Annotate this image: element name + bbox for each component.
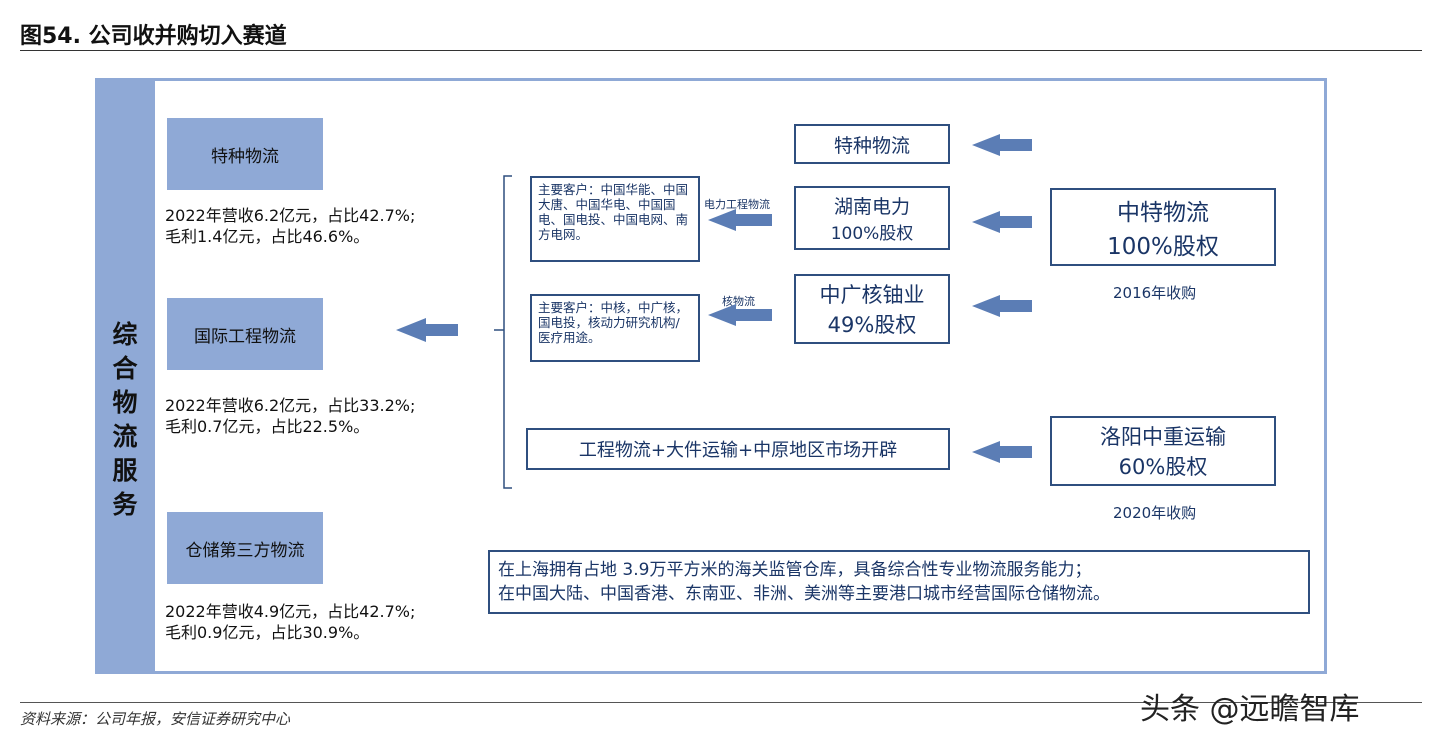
arrow-to-power-customers xyxy=(708,209,772,231)
box-hunan-power: 湖南电力 100%股权 xyxy=(794,186,950,250)
caption-2020: 2020年收购 xyxy=(1113,504,1197,522)
note-line: 在中国大陆、中国香港、东南亚、非洲、美洲等主要港口城市经营国际仓储物流。 xyxy=(498,584,1110,604)
side-char: 务 xyxy=(112,490,138,519)
box-line: 湖南电力 xyxy=(833,196,910,218)
box-special-logistics: 特种物流 xyxy=(794,124,950,164)
box-line: 中广核铀业 xyxy=(819,283,925,307)
note-line: 在上海拥有占地 3.9万平方米的海关监管仓库，具备综合性专业物流服务能力； xyxy=(498,560,1092,580)
arrow-to-engineering-box xyxy=(972,441,1032,463)
bracket-line xyxy=(503,175,512,489)
side-char: 服 xyxy=(112,456,138,485)
category-warehouse-desc: 2022年营收4.9亿元，占比42.7%; 毛利0.9亿元，占比30.9%。 xyxy=(165,601,415,643)
box-luoyang-transport: 洛阳中重运输 60%股权 xyxy=(1050,416,1276,486)
source-note: 资料来源：公司年报，安信证券研究中心 xyxy=(20,710,291,728)
caption-2016: 2016年收购 xyxy=(1113,284,1197,302)
box-line: 60%股权 xyxy=(1118,455,1208,479)
box-engineering-logistics: 工程物流+大件运输+中原地区市场开辟 xyxy=(526,428,950,470)
box-line: 100%股权 xyxy=(1107,234,1219,260)
category-special-desc: 2022年营收6.2亿元，占比42.7%; 毛利1.4亿元，占比46.6%。 xyxy=(165,205,415,247)
category-warehouse-3pl: 仓储第三方物流 xyxy=(167,512,323,584)
side-band xyxy=(95,78,155,674)
figure-title: 图54. 公司收并购切入赛道 xyxy=(20,24,287,49)
watermark: 头条 @远瞻智库 xyxy=(1140,692,1360,727)
side-char: 流 xyxy=(112,422,138,451)
side-char: 合 xyxy=(112,354,138,383)
desc-line: 2022年营收6.2亿元，占比42.7%; xyxy=(165,206,416,225)
category-intl-engineering: 国际工程物流 xyxy=(167,298,323,370)
box-zhongte-logistics: 中特物流 100%股权 xyxy=(1050,188,1276,266)
arrow-to-nuclear-customers xyxy=(708,304,772,326)
side-label: 综 合 物 流 服 务 xyxy=(95,318,155,522)
customers-nuclear-box: 主要客户：中核，中广核，国电投，核动力研究机构/医疗用途。 xyxy=(530,294,700,362)
desc-line: 2022年营收6.2亿元，占比33.2%; xyxy=(165,396,416,415)
category-special-logistics: 特种物流 xyxy=(167,118,323,190)
desc-line: 毛利0.9亿元，占比30.9%。 xyxy=(165,623,370,642)
warehouse-note-box: 在上海拥有占地 3.9万平方米的海关监管仓库，具备综合性专业物流服务能力； 在中… xyxy=(488,550,1310,614)
desc-line: 毛利0.7亿元，占比22.5%。 xyxy=(165,417,370,436)
box-line: 49%股权 xyxy=(827,313,917,337)
title-rule xyxy=(20,50,1422,51)
customers-power-box: 主要客户：中国华能、中国大唐、中国华电、中国国电、国电投、中国电网、南方电网。 xyxy=(530,176,700,262)
label-power-logistics: 电力工程物流 xyxy=(704,198,770,211)
arrow-to-intl-category xyxy=(396,318,458,342)
category-intl-desc: 2022年营收6.2亿元，占比33.2%; 毛利0.7亿元，占比22.5%。 xyxy=(165,395,415,437)
arrow-to-special-box xyxy=(972,134,1032,156)
desc-line: 毛利1.4亿元，占比46.6%。 xyxy=(165,227,370,246)
source-rule xyxy=(20,702,1422,703)
box-cgn-uranium: 中广核铀业 49%股权 xyxy=(794,274,950,344)
desc-line: 2022年营收4.9亿元，占比42.7%; xyxy=(165,602,416,621)
box-line: 洛阳中重运输 xyxy=(1100,425,1226,449)
label-nuclear-logistics: 核物流 xyxy=(722,295,755,308)
arrow-to-hunan-box xyxy=(972,211,1032,233)
side-char: 综 xyxy=(112,320,138,349)
box-line: 100%股权 xyxy=(830,224,914,244)
arrow-to-cgn-box xyxy=(972,295,1032,317)
box-line: 中特物流 xyxy=(1116,200,1209,226)
side-char: 物 xyxy=(112,388,138,417)
